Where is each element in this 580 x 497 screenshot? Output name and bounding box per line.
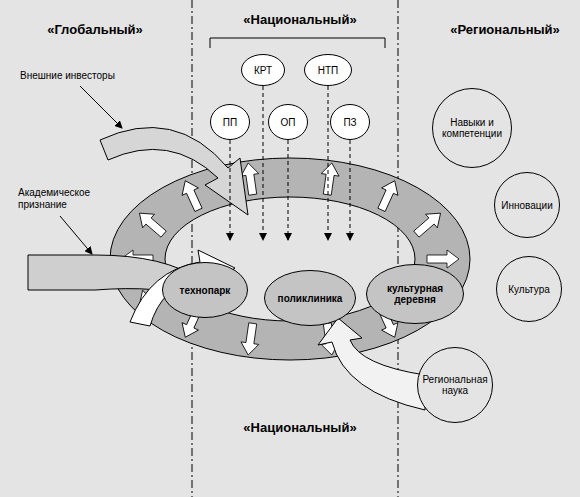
- ellipse-node: технопарк: [162, 262, 248, 318]
- ring-arrow: [239, 322, 261, 356]
- node-ellipse: [497, 257, 562, 322]
- zone-heading: «Национальный»: [237, 420, 363, 435]
- torus-ring: [110, 158, 470, 360]
- ring-arrow: [134, 206, 170, 241]
- ellipse-node: Культура: [496, 256, 562, 322]
- node-ellipse: [265, 271, 356, 326]
- leader-line: [80, 86, 122, 128]
- dashed-arrow: [328, 86, 329, 240]
- node-ellipse: [269, 105, 308, 140]
- node-label: ПЗ: [343, 117, 356, 128]
- node-label: Навыки и компетенции: [437, 117, 507, 139]
- node-label: технопарк: [180, 285, 231, 296]
- leader-line: [60, 216, 92, 254]
- annotation-label: Академическое признание: [18, 187, 103, 211]
- dashed-arrow: [350, 140, 351, 240]
- node-label: Инновации: [501, 200, 552, 211]
- node-ellipse: [367, 265, 464, 324]
- zone-heading: «Региональный»: [440, 22, 570, 37]
- node-label: ОП: [281, 117, 296, 128]
- ellipse-node: ПЗ: [330, 104, 370, 140]
- ellipse-node: Инновации: [494, 172, 560, 238]
- flow-arrow: [318, 318, 425, 410]
- ellipse-node: Навыки и компетенции: [432, 88, 512, 168]
- node-label: Региональная наука: [419, 374, 491, 396]
- ring-arrow: [318, 162, 340, 196]
- flow-arrow: [100, 128, 248, 216]
- zone-divider: [398, 0, 399, 497]
- node-label: культурная деревня: [379, 283, 451, 305]
- dashed-arrow: [288, 140, 289, 240]
- ring-arrows: [121, 162, 459, 357]
- node-ellipse: [433, 89, 512, 168]
- node-ellipse: [495, 173, 560, 238]
- bracket: [210, 38, 385, 48]
- ring-arrow: [177, 177, 207, 214]
- node-label: НТП: [318, 65, 339, 76]
- ring-arrow: [427, 250, 459, 268]
- dashed-arrow: [230, 140, 231, 240]
- zone-heading: «Глобальный»: [30, 22, 160, 37]
- node-label: КРТ: [254, 65, 272, 76]
- ellipse-node: культурная деревня: [366, 264, 464, 324]
- zone-divider: [192, 0, 193, 497]
- ellipse-node: НТП: [304, 54, 352, 86]
- ellipse-node: КРТ: [241, 54, 285, 86]
- node-label: поликлиника: [278, 293, 343, 304]
- ellipse-node: Региональная наука: [417, 347, 493, 423]
- node-ellipse: [331, 105, 370, 140]
- ellipse-node: поликлиника: [264, 270, 356, 326]
- annotation-label: Внешние инвесторы: [20, 70, 140, 82]
- node-ellipse: [305, 55, 352, 86]
- ellipse-node: ПП: [210, 104, 250, 140]
- node-ellipse: [242, 55, 285, 86]
- ring-arrow: [410, 206, 446, 241]
- zone-heading: «Национальный»: [237, 12, 363, 27]
- node-ellipse: [418, 348, 493, 423]
- ellipse-node: ОП: [268, 104, 308, 140]
- ring-arrow: [373, 177, 403, 214]
- dashed-arrow: [263, 86, 264, 240]
- node-ellipse: [163, 263, 248, 318]
- node-label: Культура: [508, 284, 550, 295]
- node-ellipse: [211, 105, 250, 140]
- node-label: ПП: [223, 117, 237, 128]
